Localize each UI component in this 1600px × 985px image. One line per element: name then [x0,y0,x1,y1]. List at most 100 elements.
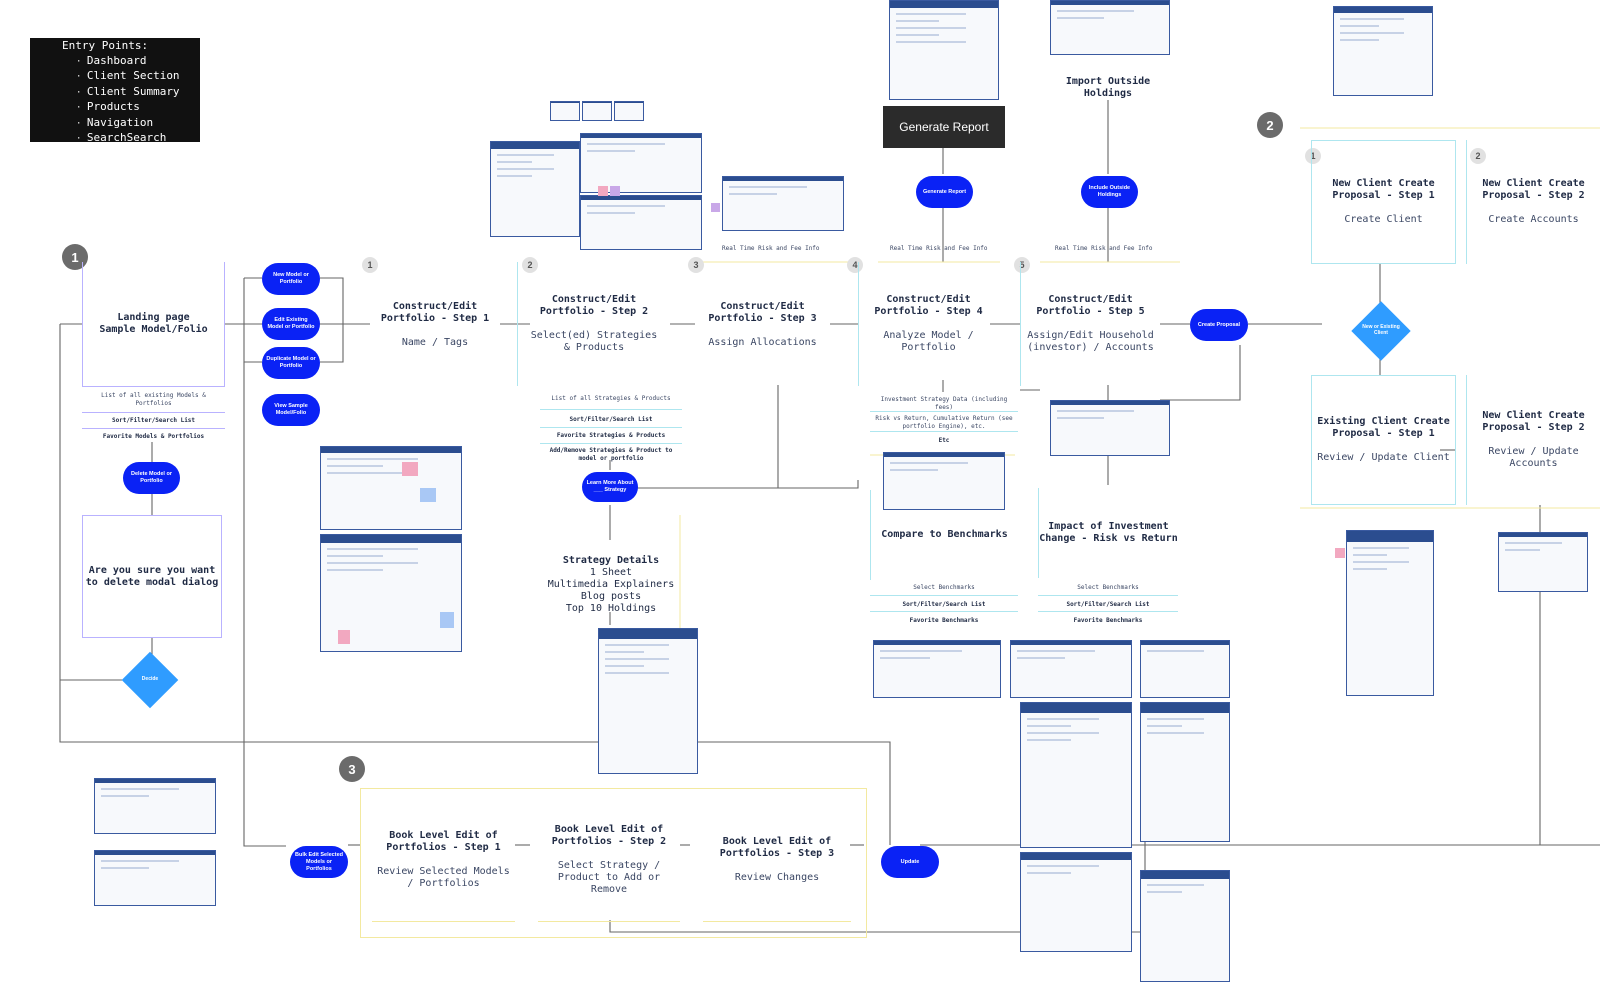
screenshot-thumbnail [1140,640,1230,698]
strategy-details-line: Top 10 Holdings [566,603,656,615]
screenshot-thumbnail [598,628,698,774]
screenshot-thumbnail [889,0,999,100]
step-card[interactable]: Construct/Edit Portfolio - Step 4 Analyz… [858,262,998,386]
step-title: Construct/Edit Portfolio - Step 4 [874,294,982,318]
bulk-step-title: Book Level Edit of Portfolios - Step 1 [386,830,500,854]
proposal-card[interactable]: New Client Create Proposal - Step 1 Crea… [1311,140,1456,264]
benchmark-list-item: Select Benchmarks [1038,580,1178,596]
realtime-info-label: Real Time Risk and Fee Info [890,245,988,252]
screenshot-thumbnail [1020,852,1132,952]
screenshot-thumbnail [883,452,1005,510]
screenshot-thumbnail [1050,400,1170,456]
benchmark-list-item: Favorite Benchmarks [870,614,1018,628]
benchmark-list-item: Sort/Filter/Search List [870,598,1018,612]
proposal-card[interactable]: New Client Create Proposal - Step 2 Revi… [1466,375,1600,505]
screenshot-thumbnail [1050,0,1170,55]
bulk-step-desc: Review Selected Models / Portfolios [377,866,509,890]
duplicate-model-button[interactable]: Duplicate Model or Portfolio [262,347,320,379]
screenshot-thumbnail [1140,702,1230,842]
strategy-list-item: Favorite Strategies & Products [540,428,682,444]
screenshot-thumbnail [580,195,702,250]
impact-card[interactable]: Impact of Investment Change - Risk vs Re… [1038,488,1178,578]
create-proposal-button[interactable]: Create Proposal [1190,309,1248,341]
bulk-step-title: Book Level Edit of Portfolios - Step 3 [720,836,834,860]
sticky-note [598,186,608,196]
screenshot-thumbnail [1333,6,1433,96]
landing-page-title: Landing page Sample Model/Folio [99,312,207,336]
screenshot-thumbnail [1020,702,1132,848]
step-card[interactable]: Construct/Edit Portfolio - Step 3 Assign… [695,280,830,370]
proposal-title: New Client Create Proposal - Step 2 [1482,410,1584,434]
screenshot-thumbnail [1010,640,1132,698]
bulk-step-card[interactable]: Book Level Edit of Portfolios - Step 1 R… [372,798,515,922]
step-desc: Analyze Model / Portfolio [883,330,973,354]
generate-report-button[interactable]: Generate Report [883,106,1005,148]
screenshot-thumbnail [873,640,1001,698]
delete-model-button[interactable]: Delete Model or Portfolio [123,462,180,494]
sticky-note [402,462,418,476]
screenshot-thumbnail [582,101,612,121]
screenshot-thumbnail [550,101,580,121]
import-holdings-card[interactable]: Import Outside Holdings [1048,74,1168,102]
sticky-note [440,612,454,628]
bulk-step-card[interactable]: Book Level Edit of Portfolios - Step 2 S… [538,798,680,922]
benchmark-list-item: Select Benchmarks [870,580,1018,596]
analysis-list-item: Etc [870,434,1018,448]
proposal-title: Existing Client Create Proposal - Step 1 [1317,416,1449,440]
bulk-step-desc: Select Strategy / Product to Add or Remo… [558,860,660,896]
sticky-note [338,630,350,644]
section-number: 3 [339,756,365,782]
section-number: 2 [1257,112,1283,138]
proposal-desc: Create Accounts [1488,214,1578,226]
step-desc: Select(ed) Strategies & Products [531,330,657,354]
bulk-edit-button[interactable]: Bulk Edit Selected Models or Portfolios [290,846,348,878]
compare-title: Compare to Benchmarks [881,529,1007,541]
screenshot-thumbnail [490,141,580,237]
entry-point-item: SearchSearch [76,131,200,147]
strategy-list-item: Sort/Filter/Search List [540,412,682,428]
sticky-note [420,488,436,502]
screenshot-thumbnail [320,446,462,530]
strategy-details-title: Strategy Details [563,555,659,567]
screenshot-thumbnail [94,850,216,906]
delete-dialog-card[interactable]: Are you sure you want to delete modal di… [82,515,222,638]
entry-point-item: Client Summary [76,85,200,101]
entry-points-panel: Entry Points: Dashboard Client Section C… [30,38,200,142]
learn-more-button[interactable]: Learn More About ___ Strategy [582,472,638,502]
proposal-title: New Client Create Proposal - Step 1 [1332,178,1434,202]
strategy-details-line: Blog posts [581,591,641,603]
proposal-card[interactable]: Existing Client Create Proposal - Step 1… [1311,375,1456,505]
step-desc: Name / Tags [402,337,468,349]
step-card[interactable]: Construct/Edit Portfolio - Step 1 Name /… [370,280,500,370]
benchmark-list-item: Favorite Benchmarks [1038,614,1178,628]
update-button[interactable]: Update [881,846,939,878]
step-title: Construct/Edit Portfolio - Step 3 [708,301,816,325]
benchmark-list-item: Sort/Filter/Search List [1038,598,1178,612]
include-holdings-pill[interactable]: Include Outside Holdings [1081,176,1138,208]
screenshot-thumbnail [1346,530,1434,696]
analysis-list-item: Investment Strategy Data (including fees… [870,396,1018,412]
bulk-step-title: Book Level Edit of Portfolios - Step 2 [552,824,666,848]
strategy-details-card[interactable]: Strategy Details 1 Sheet Multimedia Expl… [540,550,682,620]
proposal-desc: Review / Update Client [1317,452,1449,464]
strategy-list-item: Add/Remove Strategies & Product to model… [540,446,682,464]
step-card[interactable]: Construct/Edit Portfolio - Step 2 Select… [517,262,670,386]
import-holdings-title: Import Outside Holdings [1066,76,1150,100]
landing-list-item: Favorite Models & Portfolios [82,428,225,444]
view-sample-button[interactable]: View Sample Model/Folio [262,394,320,426]
step-desc: Assign Allocations [708,337,816,349]
proposal-card[interactable]: New Client Create Proposal - Step 2 Crea… [1466,140,1600,264]
new-model-button[interactable]: New Model or Portfolio [262,263,320,295]
screenshot-thumbnail [722,176,844,231]
step-card[interactable]: Construct/Edit Portfolio - Step 5 Assign… [1020,262,1160,386]
step-desc: Assign/Edit Household (investor) / Accou… [1027,330,1153,354]
step-title: Construct/Edit Portfolio - Step 1 [381,301,489,325]
generate-report-pill[interactable]: Generate Report [916,176,973,208]
entry-point-item: Client Section [76,69,200,85]
landing-page-card[interactable]: Landing page Sample Model/Folio [82,262,225,386]
edit-model-button[interactable]: Edit Existing Model or Portfolio [262,308,320,340]
screenshot-thumbnail [614,101,644,121]
decision-label: Decide [130,676,170,682]
entry-point-item: Products [76,100,200,116]
bulk-step-card[interactable]: Book Level Edit of Portfolios - Step 3 R… [703,798,851,922]
